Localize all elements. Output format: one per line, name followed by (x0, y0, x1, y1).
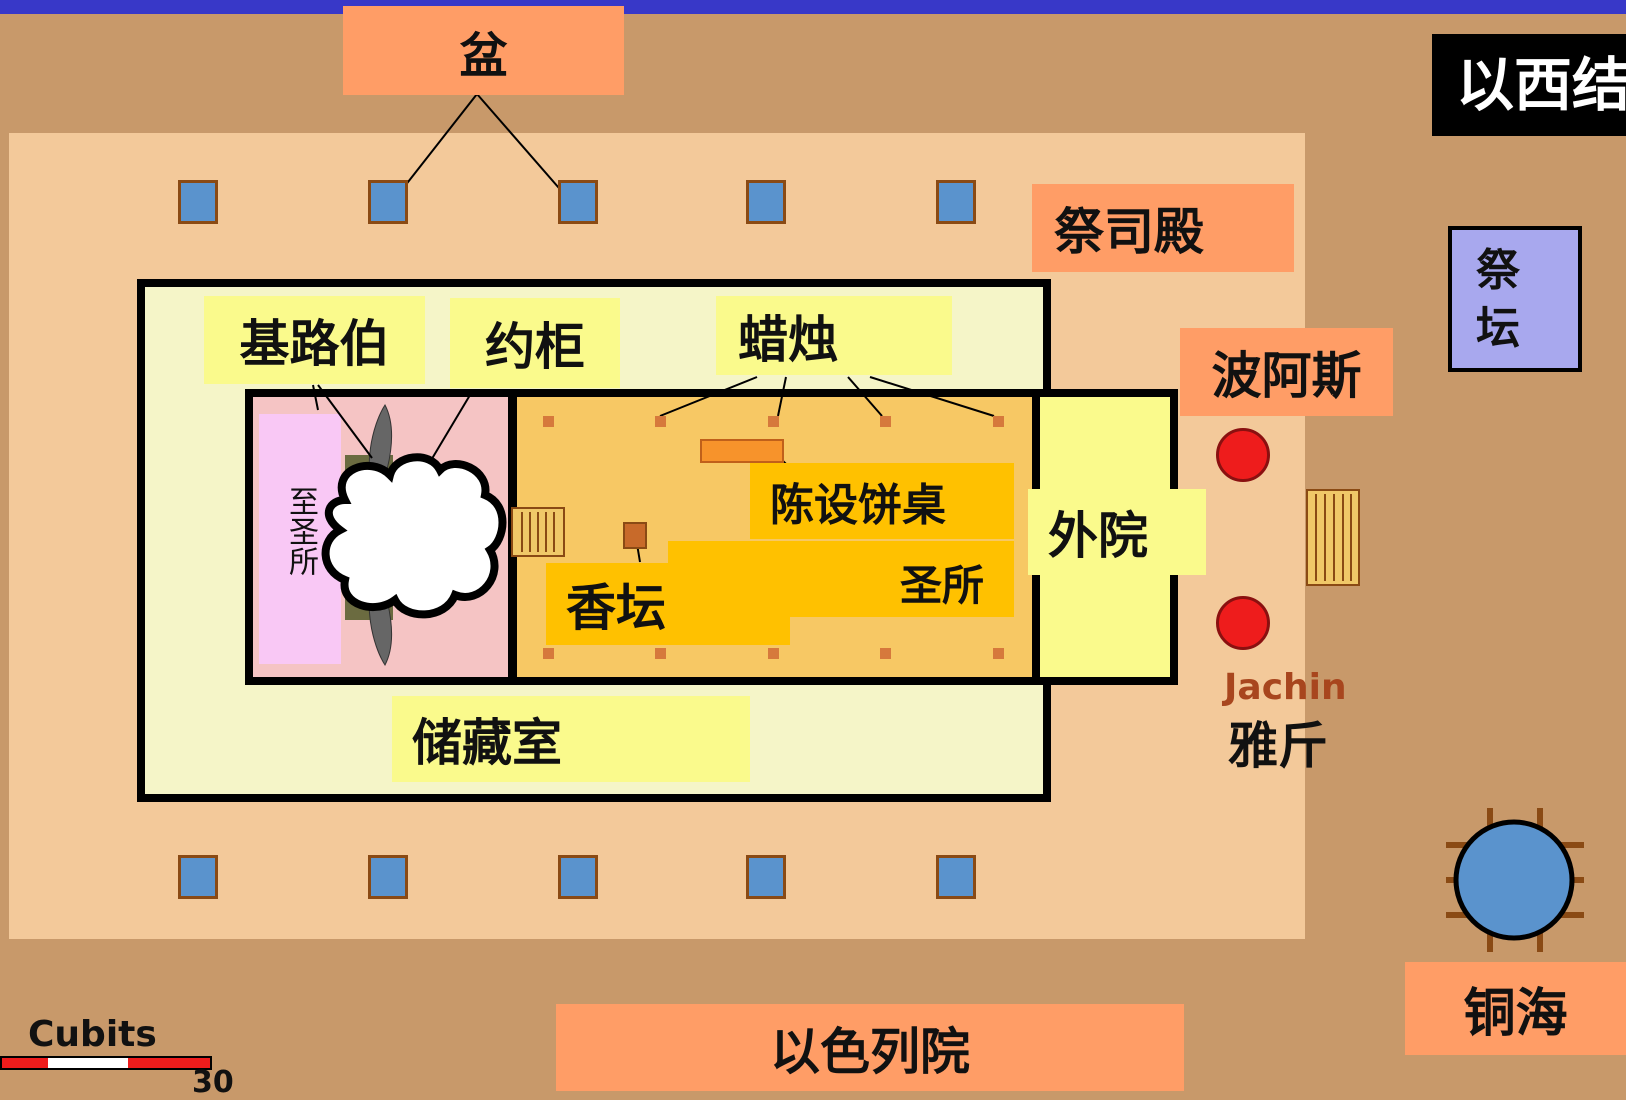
pillar-jachin (1216, 596, 1270, 650)
pillar-boaz (1216, 428, 1270, 482)
lamp (768, 648, 779, 659)
basin (178, 180, 218, 224)
cherubim-label: 基路伯 (204, 296, 425, 384)
lamp (655, 416, 666, 427)
lamp (993, 648, 1004, 659)
lamp (880, 416, 891, 427)
lamp (655, 648, 666, 659)
holy-place-label: 圣所 (900, 560, 985, 610)
storeroom-label: 储藏室 (392, 696, 750, 782)
basin (558, 180, 598, 224)
jachin-chinese-label: 雅斤 (1228, 717, 1328, 775)
lamp (543, 648, 554, 659)
candles-label: 蜡烛 (716, 296, 952, 375)
basin (368, 180, 408, 224)
showbread-table-shape (700, 439, 784, 463)
basin (936, 180, 976, 224)
lamp (993, 416, 1004, 427)
ark-label: 约柜 (450, 298, 620, 388)
altar: 祭坛 (1448, 226, 1582, 372)
holy-of-holies-label: 至圣所 (283, 486, 318, 576)
scale-label: Cubits (28, 1013, 157, 1055)
jachin-english-label: Jachin (1224, 666, 1347, 708)
basin (746, 180, 786, 224)
boaz-label: 波阿斯 (1180, 328, 1393, 416)
altar-label: 祭坛 (1476, 245, 1520, 354)
basin (746, 855, 786, 899)
lamp (880, 648, 891, 659)
basin (558, 855, 598, 899)
showbread-table-label: 陈设饼桌 (750, 463, 1014, 539)
scale-bar (0, 1056, 212, 1070)
basin (178, 855, 218, 899)
incense-altar-label: 香坛 (546, 563, 790, 645)
basin-label: 盆 (343, 6, 624, 95)
basin (936, 855, 976, 899)
page-title: 以西结 (1456, 51, 1626, 119)
lamp (543, 416, 554, 427)
outer-court-label: 外院 (1028, 489, 1206, 575)
scale-value: 30 (192, 1064, 234, 1100)
lamp (768, 416, 779, 427)
israel-court-label: 以色列院 (556, 1004, 1184, 1091)
title-box: 以西结 (1432, 34, 1626, 136)
priests-hall-label: 祭司殿 (1032, 184, 1294, 272)
basin (368, 855, 408, 899)
bronze-sea-label: 铜海 (1405, 962, 1626, 1055)
incense-altar-shape (623, 522, 647, 549)
